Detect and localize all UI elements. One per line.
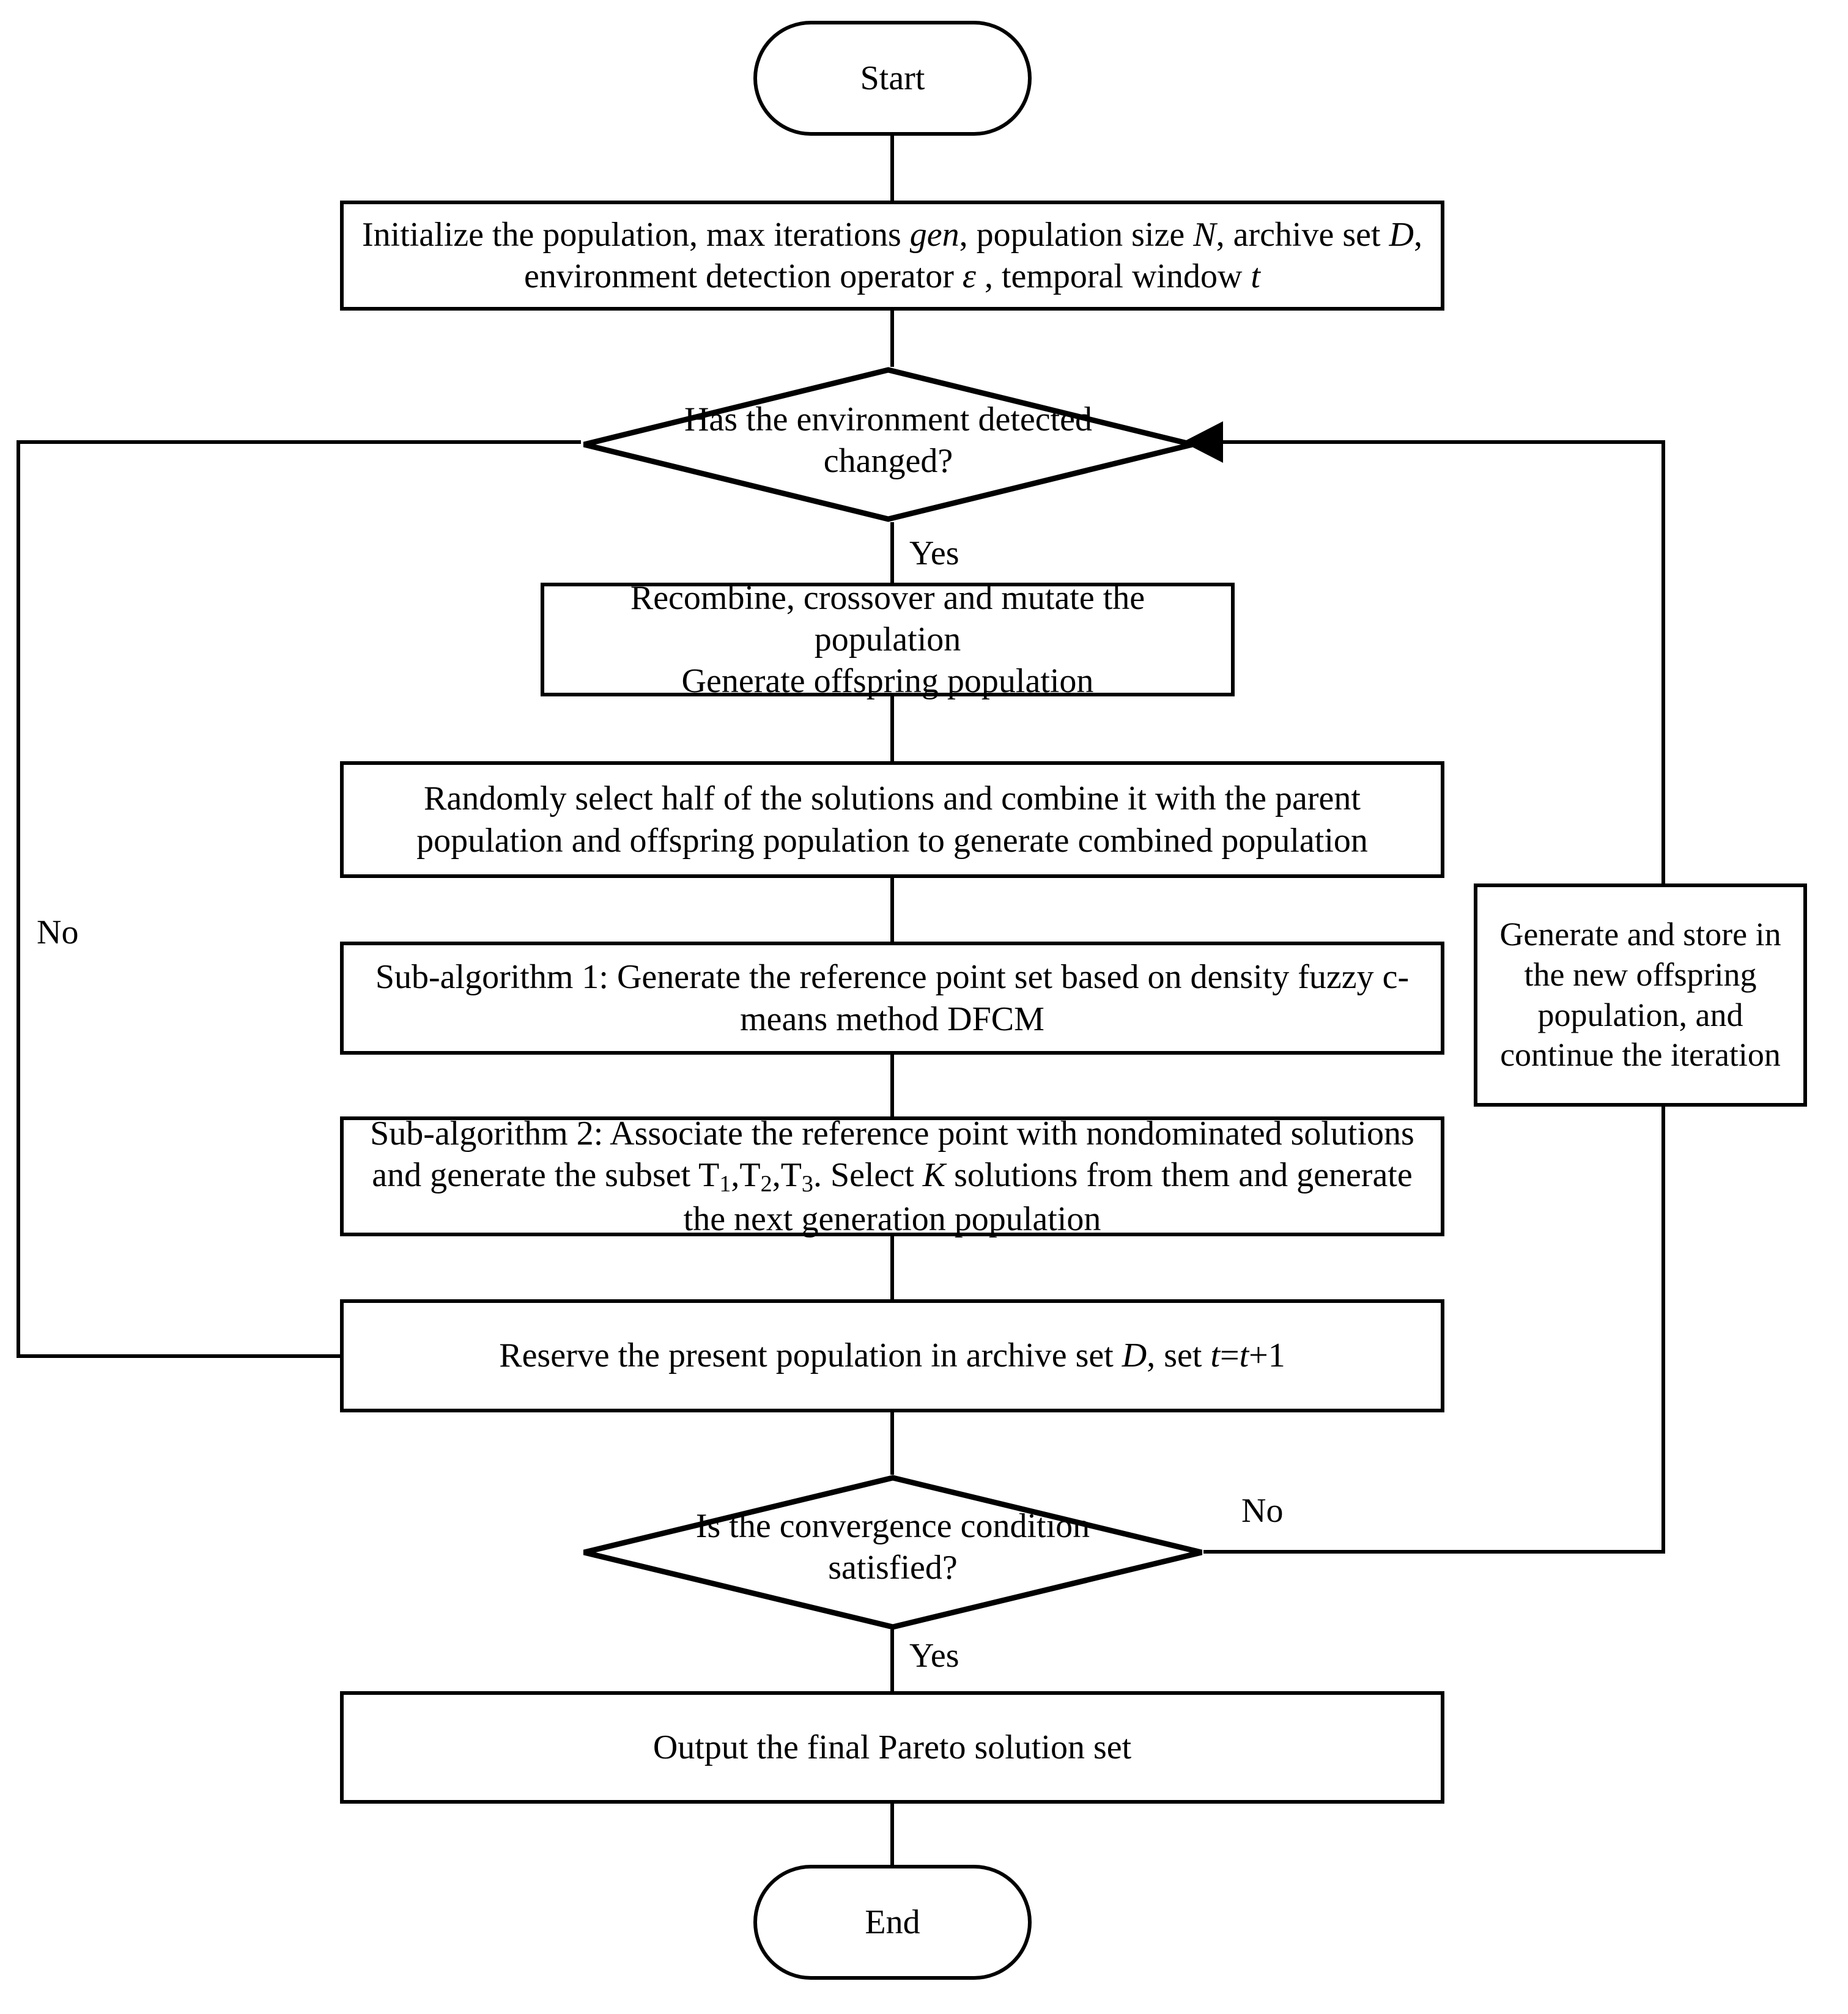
node-randomly-select[interactable]: Randomly select half of the solutions an…	[340, 761, 1444, 878]
node-initialize[interactable]: Initialize the population, max iteration…	[340, 201, 1444, 311]
node-start[interactable]: Start	[753, 21, 1032, 136]
convergence-decision-shape	[583, 1475, 1203, 1630]
node-env-decision[interactable]: Has the environment detected changed?	[581, 367, 1196, 522]
node-randomly-select-label: Randomly select half of the solutions an…	[416, 780, 1368, 860]
node-reserve[interactable]: Reserve the present population in archiv…	[340, 1299, 1444, 1412]
node-sub-algorithm-1[interactable]: Sub-algorithm 1: Generate the reference …	[340, 942, 1444, 1055]
node-end[interactable]: End	[753, 1865, 1032, 1980]
edge-label-convergence-yes: Yes	[909, 1637, 959, 1675]
edge-label-env-no: No	[37, 913, 79, 951]
node-initialize-label: Initialize the population, max iteration…	[361, 215, 1422, 295]
node-reserve-label: Reserve the present population in archiv…	[499, 1337, 1285, 1375]
node-sub-algorithm-2-label: Sub-algorithm 2: Associate the reference…	[370, 1114, 1414, 1238]
edge-label-convergence-no: No	[1241, 1492, 1284, 1530]
env-decision-shape	[583, 367, 1194, 522]
node-convergence-decision[interactable]: Is the convergence condition satisfied?	[581, 1475, 1205, 1630]
node-generate-store[interactable]: Generate and store in the new offspring …	[1474, 883, 1807, 1107]
node-end-label: End	[865, 1903, 920, 1941]
node-start-label: Start	[860, 59, 925, 97]
node-generate-store-label: Generate and store in the new offspring …	[1499, 915, 1781, 1074]
node-sub-algorithm-2[interactable]: Sub-algorithm 2: Associate the reference…	[340, 1115, 1444, 1238]
node-output[interactable]: Output the final Pareto solution set	[340, 1691, 1444, 1804]
node-sub-algorithm-1-label: Sub-algorithm 1: Generate the reference …	[375, 958, 1410, 1038]
node-output-label: Output the final Pareto solution set	[652, 1728, 1132, 1766]
edge-label-env-yes: Yes	[909, 534, 959, 572]
